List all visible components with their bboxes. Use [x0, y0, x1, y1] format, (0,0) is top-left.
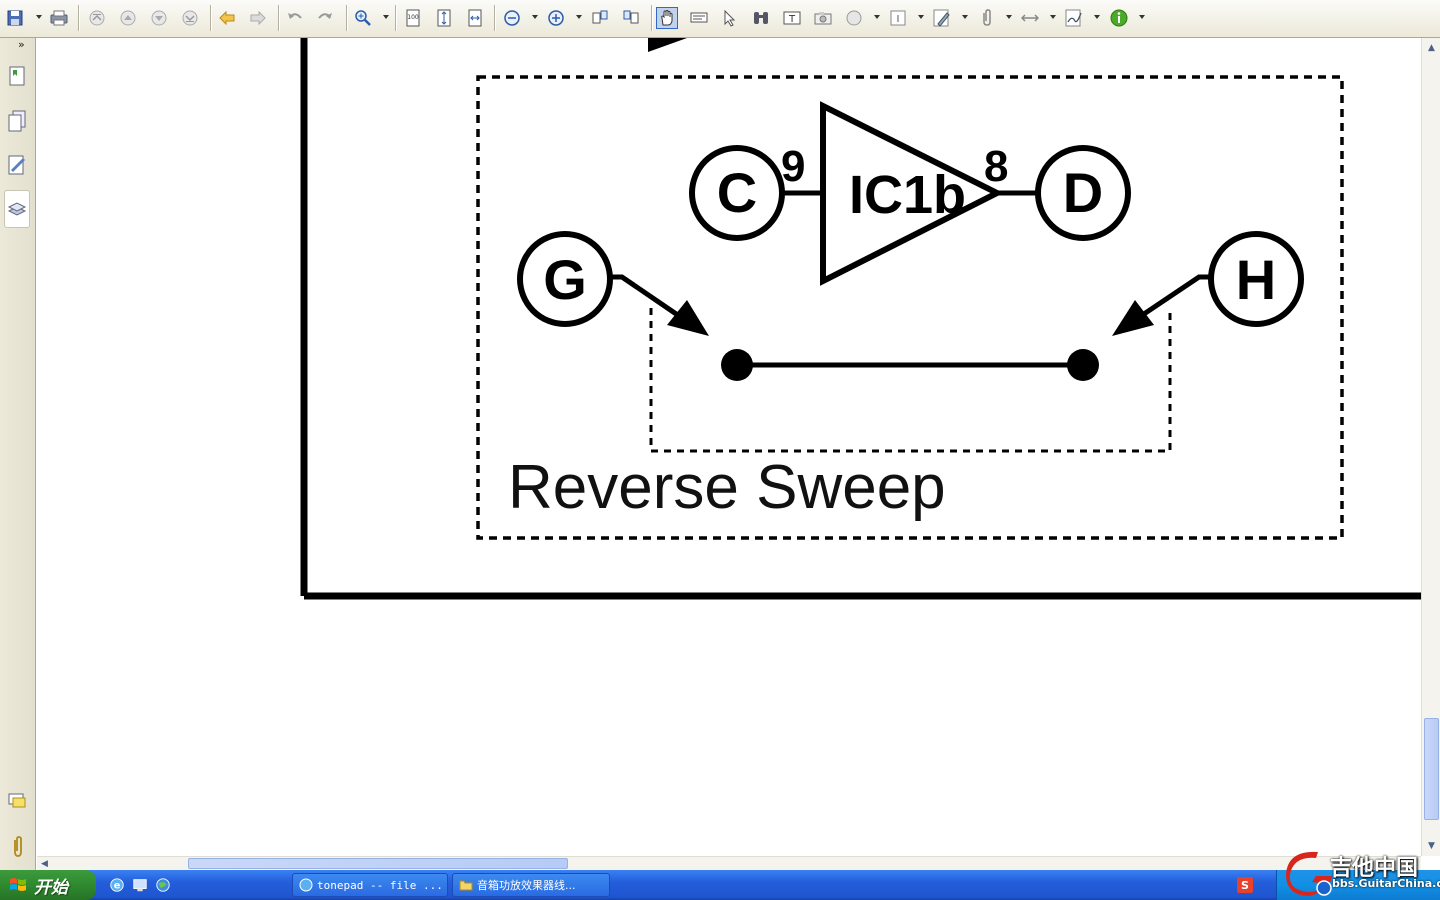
next-page-icon[interactable]: [148, 7, 170, 29]
redo-icon[interactable]: [314, 7, 336, 29]
pin-out-label: 8: [984, 142, 1008, 191]
scroll-down-icon[interactable]: ▼: [1424, 838, 1439, 853]
layers-icon[interactable]: [4, 190, 30, 228]
attach-icon[interactable]: [975, 7, 997, 29]
schematic-page: IC1b 9 8 C D G H: [300, 38, 1421, 600]
arrow-h: [1112, 274, 1210, 336]
node-d-label: D: [1063, 161, 1103, 224]
find-icon[interactable]: [750, 7, 772, 29]
node-h-label: H: [1236, 248, 1276, 311]
horizontal-scrollbar[interactable]: ◀: [37, 856, 1421, 870]
hand-tool-icon[interactable]: [656, 7, 678, 29]
switch-box: [649, 308, 1172, 453]
svg-text:e: e: [114, 881, 121, 892]
fit-width-icon[interactable]: [464, 7, 486, 29]
watermark-title: 吉他中国: [1330, 856, 1419, 881]
toolbar: 100 T I: [0, 0, 1440, 38]
desktop-quicklaunch-icon[interactable]: [131, 876, 149, 894]
attachments-icon[interactable]: [4, 828, 30, 866]
expand-panel-icon[interactable]: »: [18, 38, 25, 51]
node-g-label: G: [543, 248, 587, 311]
text-box-icon[interactable]: T: [781, 7, 803, 29]
taskbar: 开始 e tonepad -- file ... 音箱功放效果器线... S: [0, 870, 1440, 900]
print-icon[interactable]: [48, 7, 70, 29]
pin-in-label: 9: [781, 142, 805, 191]
node-d: D: [1035, 145, 1131, 241]
zoom-plus-icon[interactable]: [545, 7, 567, 29]
pencil-icon[interactable]: [931, 7, 953, 29]
document-view[interactable]: IC1b 9 8 C D G H: [37, 38, 1421, 856]
sogou-tray-icon[interactable]: S: [1237, 877, 1253, 893]
start-button[interactable]: 开始: [0, 870, 96, 900]
info-icon[interactable]: [1108, 7, 1130, 29]
fit-page-icon[interactable]: [433, 7, 455, 29]
switch-contacts: [721, 349, 1099, 381]
svg-text:100: 100: [407, 14, 419, 21]
undo-icon[interactable]: [284, 7, 306, 29]
task-folder-label: 音箱功放效果器线...: [477, 879, 576, 892]
prev-page-icon[interactable]: [117, 7, 139, 29]
scroll-up-icon[interactable]: ▲: [1424, 40, 1439, 55]
vertical-scrollbar[interactable]: ▲ ▼: [1421, 38, 1440, 856]
browser-icon: [299, 878, 313, 892]
opamp-label: IC1b: [849, 165, 966, 225]
navigation-panel: »: [0, 38, 36, 870]
svg-text:I: I: [897, 14, 900, 25]
partial-arrow-top: [648, 38, 687, 52]
select-arrow-icon[interactable]: [719, 7, 741, 29]
measure-icon[interactable]: [1019, 7, 1041, 29]
reverse-sweep-box: [476, 75, 1344, 540]
outer-frame: [300, 38, 1421, 600]
node-h: H: [1208, 231, 1304, 327]
rotate-left-icon[interactable]: [589, 7, 611, 29]
horizontal-scroll-thumb[interactable]: [188, 858, 568, 869]
zoom-out-icon[interactable]: [501, 7, 523, 29]
node-g: G: [517, 231, 613, 327]
task-tonepad[interactable]: tonepad -- file ...: [292, 873, 448, 897]
zoom-in-icon[interactable]: [352, 7, 374, 29]
task-tonepad-label: tonepad -- file ...: [317, 878, 443, 892]
signatures-icon[interactable]: [4, 146, 30, 184]
section-label: Reverse Sweep: [508, 453, 946, 522]
watermark-url: bbs.GuitarChina.com: [1332, 877, 1440, 890]
tray-badge-label: S: [1241, 878, 1249, 892]
scroll-left-icon[interactable]: ◀: [38, 857, 51, 870]
windows-flag-icon: [10, 878, 26, 891]
forward-icon[interactable]: [247, 7, 269, 29]
first-page-icon[interactable]: [86, 7, 108, 29]
rotate-right-icon[interactable]: [620, 7, 642, 29]
globe-quicklaunch-icon[interactable]: [154, 876, 172, 894]
folder-icon: [459, 880, 473, 891]
comments-icon[interactable]: [4, 782, 30, 820]
ie-quicklaunch-icon[interactable]: e: [108, 876, 126, 894]
arrow-g: [611, 274, 709, 336]
node-c: C: [689, 145, 785, 241]
pages-icon[interactable]: [4, 102, 30, 140]
sign-icon[interactable]: [1063, 7, 1085, 29]
back-icon[interactable]: [216, 7, 238, 29]
vertical-scroll-thumb[interactable]: [1424, 718, 1439, 820]
start-label: 开始: [34, 877, 68, 898]
bookmarks-icon[interactable]: [4, 58, 30, 96]
svg-text:T: T: [788, 14, 796, 25]
task-folder[interactable]: 音箱功放效果器线...: [452, 873, 610, 897]
guitarchina-logo: [1286, 851, 1332, 896]
node-c-label: C: [717, 161, 757, 224]
actual-size-icon[interactable]: 100: [402, 7, 424, 29]
last-page-icon[interactable]: [179, 7, 201, 29]
snapshot-icon[interactable]: [812, 7, 834, 29]
circle-icon[interactable]: [843, 7, 865, 29]
text-edit-icon[interactable]: I: [887, 7, 909, 29]
save-icon[interactable]: [4, 7, 26, 29]
select-text-icon[interactable]: [688, 7, 710, 29]
